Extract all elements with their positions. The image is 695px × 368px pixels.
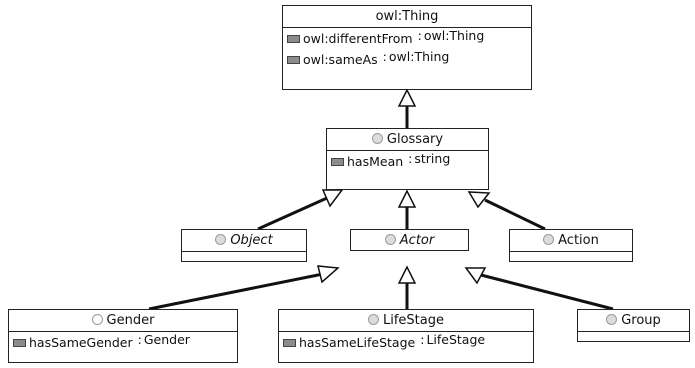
class-name: Group bbox=[621, 313, 661, 328]
attribute-row[interactable]: owl:differentFrom:owl:Thing bbox=[283, 28, 531, 49]
attribute-icon bbox=[283, 339, 296, 347]
attribute-compartment bbox=[182, 252, 306, 262]
attribute-separator: : bbox=[382, 49, 387, 64]
attribute-row[interactable]: hasSameGender:Gender bbox=[9, 332, 237, 353]
generalization-arrowhead bbox=[397, 265, 417, 284]
class-header: Group bbox=[578, 310, 689, 332]
attribute-type: owl:Thing bbox=[423, 28, 485, 43]
attribute-type: string bbox=[414, 151, 451, 166]
generalization-arrowhead bbox=[464, 267, 487, 285]
generalization-line bbox=[148, 272, 324, 311]
generalization-arrowhead bbox=[467, 191, 491, 209]
class-glossary[interactable]: Glossary hasMean:string bbox=[326, 128, 489, 190]
attribute-separator: : bbox=[417, 28, 422, 43]
class-header: Action bbox=[510, 230, 632, 252]
attribute-row[interactable]: hasSameLifeStage:LifeStage bbox=[279, 332, 533, 353]
class-name: Gender bbox=[106, 313, 155, 328]
generalization-arrowhead bbox=[317, 265, 340, 284]
class-object[interactable]: Object bbox=[181, 229, 307, 262]
class-lifestage[interactable]: LifeStage hasSameLifeStage:LifeStage bbox=[278, 309, 534, 363]
class-name: owl:Thing bbox=[375, 9, 439, 24]
class-circle-icon bbox=[215, 234, 227, 245]
attribute-name: hasSameGender bbox=[29, 335, 133, 350]
class-header: Object bbox=[182, 230, 306, 252]
class-header: LifeStage bbox=[279, 310, 533, 332]
class-owl-thing[interactable]: owl:Thing owl:differentFrom:owl:Thing ow… bbox=[282, 5, 532, 90]
class-group[interactable]: Group bbox=[577, 309, 690, 342]
generalization-line bbox=[257, 196, 328, 231]
attribute-separator: : bbox=[420, 332, 425, 347]
generalization-line bbox=[484, 198, 546, 231]
attribute-type: Gender bbox=[143, 332, 190, 347]
class-name: Object bbox=[230, 233, 273, 248]
generalization-line bbox=[480, 273, 614, 311]
generalization-arrowhead bbox=[397, 189, 417, 208]
class-action[interactable]: Action bbox=[509, 229, 633, 262]
attribute-type: owl:Thing bbox=[388, 49, 450, 64]
class-name: LifeStage bbox=[383, 313, 444, 328]
class-header: Glossary bbox=[327, 129, 488, 151]
attribute-name: owl:sameAs bbox=[303, 52, 378, 67]
attribute-compartment bbox=[578, 332, 689, 342]
attribute-name: hasMean bbox=[347, 154, 404, 169]
generalization-arrowhead bbox=[321, 189, 344, 208]
attribute-icon bbox=[287, 35, 300, 43]
class-circle-icon bbox=[543, 234, 555, 245]
attribute-icon bbox=[13, 339, 26, 347]
attribute-name: hasSameLifeStage bbox=[299, 335, 416, 350]
class-header: owl:Thing bbox=[283, 6, 531, 28]
class-header: Gender bbox=[9, 310, 237, 332]
class-name: Actor bbox=[399, 233, 435, 248]
class-circle-icon bbox=[91, 314, 103, 325]
attribute-name: owl:differentFrom bbox=[303, 31, 413, 46]
attribute-type: LifeStage bbox=[426, 332, 486, 347]
class-circle-icon bbox=[384, 234, 396, 245]
attribute-row[interactable]: hasMean:string bbox=[327, 151, 488, 172]
class-gender[interactable]: Gender hasSameGender:Gender bbox=[8, 309, 238, 363]
class-circle-icon bbox=[368, 314, 379, 325]
class-actor[interactable]: Actor bbox=[350, 229, 469, 251]
attribute-row[interactable]: owl:sameAs:owl:Thing bbox=[283, 49, 531, 70]
attribute-separator: : bbox=[408, 151, 413, 166]
class-name: Action bbox=[558, 233, 599, 248]
class-circle-icon bbox=[606, 314, 618, 325]
attribute-compartment bbox=[510, 252, 632, 262]
attribute-separator: : bbox=[137, 332, 142, 347]
class-circle-icon bbox=[371, 133, 383, 144]
attribute-icon bbox=[331, 158, 344, 166]
generalization-arrowhead bbox=[397, 88, 417, 107]
attribute-icon bbox=[287, 56, 300, 64]
class-name: Glossary bbox=[386, 132, 444, 147]
class-header: Actor bbox=[351, 230, 468, 251]
